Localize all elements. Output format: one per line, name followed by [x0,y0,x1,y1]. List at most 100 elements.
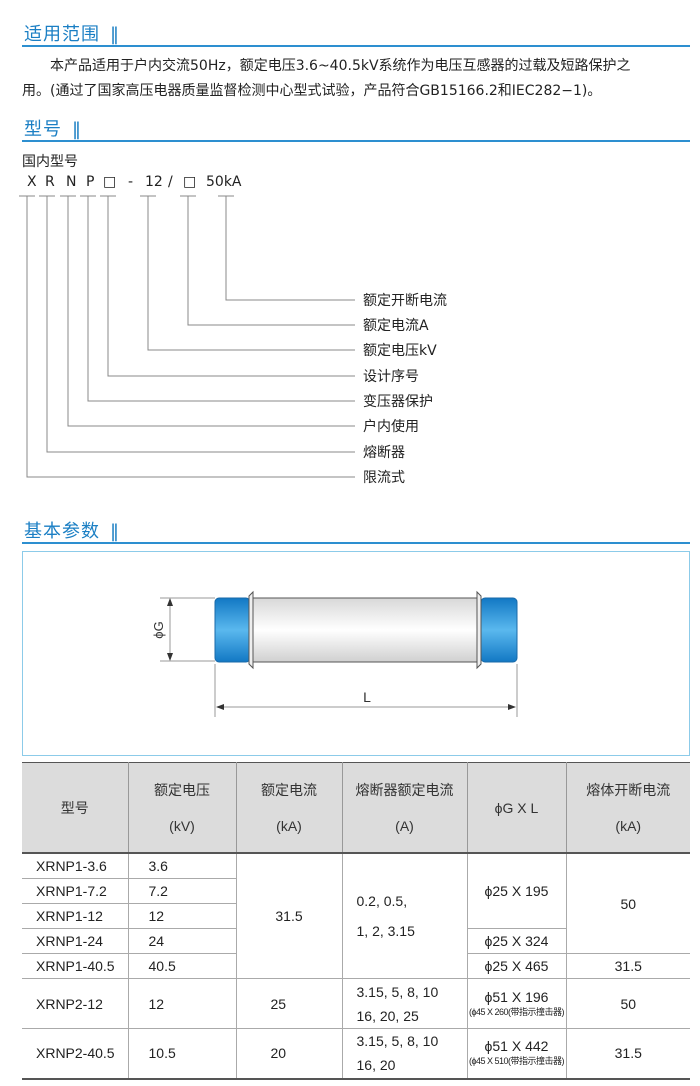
cell-text: XRNP1-3.6 [36,858,107,874]
scope-paragraph: 本产品适用于户内交流50Hz，额定电压3.6~40.5kV系统作为电压互感器的过… [22,54,694,104]
model-code-part: 50kA [206,174,242,190]
header-line: 额定电流 [261,781,317,798]
title-bar: ‖ [110,24,120,45]
model-code-part: □ [103,174,117,190]
tree-line [60,195,355,427]
table-cell: 7.2 [127,878,236,904]
model-code-label: 额定电压kV [363,343,437,359]
table-cell: ϕ25 X 324 [466,928,566,954]
model-tree-lines [19,195,355,478]
fuse-diagram-box [22,551,690,756]
model-code-part: R [45,174,55,190]
cell-text: 12 [148,995,165,1012]
model-code-part: N [66,174,77,190]
model-code-label: 变压器保护 [363,394,433,410]
header-unit: (A) [395,817,414,834]
table-cell: XRNP1-40.5 [22,953,129,979]
section-title-scope: 适用范围 ‖ [24,20,120,46]
table-header-cell: 型号 [22,762,128,853]
cell-note: (ϕ45 X 510(带指示撞击器) [468,1056,565,1067]
section-title-model: 型号 ‖ [24,115,82,141]
table-header-cell: 额定电压(kV) [127,762,236,853]
table-cell: 12 [127,903,236,929]
cell-text: ϕ51 X 196 [484,988,549,1005]
cell-text: 3.15, 5, 8, 10 [356,1033,439,1050]
table-cell: 3.6 [127,852,237,879]
cell-text: 16, 20, 25 [356,1007,419,1024]
cell-text: XRNP1-7.2 [36,883,107,899]
model-code-label: 户内使用 [363,419,419,435]
table-row: XRNP2-40.5 10.5 20 3.15, 5, 8, 10 16, 20 ϕ51 … [22,1028,690,1080]
table-cell: 31.5 [235,852,343,979]
cell-text: 31.5 [275,908,303,924]
model-code-label: 熔断器 [363,445,405,461]
cell-text: 0.2, 0.5, [356,893,408,909]
table-cell: 24 [127,928,237,954]
cell-text: XRNP1-40.5 [36,958,115,974]
section-title-params: 基本参数‖ [24,517,120,543]
model-subtitle: 国内型号 [22,154,78,170]
table-row: XRNP1-3.6 3.6 31.5 0.2, 0.5, 1, 2, 3.15 ϕ25 X… [22,852,690,979]
model-code-part: □ [183,174,197,190]
title-bar: ‖ [72,119,82,140]
model-code-label: 设计序号 [363,369,419,385]
table-header-cell: ϕG X L [466,762,566,853]
cell-text: 10.5 [148,1045,176,1062]
table-cell: ϕ51 X 442(ϕ45 X 510(带指示撞击器) [466,1028,567,1080]
table-row: XRNP1-40.5 40.5 ϕ25 X 465 31.5 [22,953,690,979]
cell-text: XRNP2-40.5 [36,1045,115,1062]
tree-line [39,195,355,453]
table-cell: 10.5 [127,1028,237,1080]
cell-text: 24 [148,933,165,949]
cell-text: ϕ25 X 195 [484,883,549,899]
cell-text: 7.2 [148,883,168,899]
table-cell: 31.5 [565,953,690,979]
tree-line [180,195,355,326]
table-cell: XRNP1-7.2 [22,878,129,904]
table-cell: XRNP1-24 [22,928,129,954]
table-cell: 20 [235,1028,343,1080]
tree-line [218,195,355,301]
scope-line: 用。(通过了国家高压电器质量监督检测中心型式试验，产品符合GB15166.2和I… [22,83,602,99]
header-line: 型号 [60,799,89,816]
table-cell: 40.5 [127,953,237,979]
model-code-label: 限流式 [363,470,405,486]
table-cell: ϕ51 X 196(ϕ45 X 260(带指示撞击器) [466,978,567,1029]
cell-text: 31.5 [614,958,642,974]
table-cell: XRNP2-12 [22,978,129,1029]
scope-line: 本产品适用于户内交流50Hz，额定电压3.6~40.5kV系统作为电压互感器的过… [50,58,631,74]
table-cell: 50 [565,978,690,1029]
cell-text: ϕ25 X 324 [484,933,549,949]
divider [22,45,690,47]
cell-text: 50 [620,995,637,1012]
cell-text: XRNP1-12 [36,908,103,924]
table-cell: 25 [235,978,343,1029]
table-header-cell: 熔体开断电流(kA) [565,762,690,853]
cell-text: 40.5 [148,958,176,974]
header-line: 熔断器额定电流 [355,781,454,798]
cell-text: 25 [270,995,287,1012]
model-code-part: 12 [145,174,163,190]
cell-text: XRNP1-24 [36,933,103,949]
tree-line [19,195,355,478]
cell-text: ϕ25 X 465 [484,958,549,974]
title-text: 型号 [24,119,62,140]
model-code-label: 额定开断电流 [363,293,447,309]
divider [22,542,690,544]
title-text: 适用范围 [24,24,100,45]
table-cell: ϕ25 X 465 [466,953,567,979]
header-line: 额定电压 [154,781,210,798]
cell-text: 16, 20 [356,1057,396,1074]
title-text: 基本参数 [24,521,100,542]
table-row: XRNP1-24 24 ϕ25 X 324 [22,928,690,954]
cell-text: 3.6 [148,858,168,874]
table-cell: XRNP1-12 [22,903,129,929]
cell-text: 31.5 [614,1045,642,1062]
divider [22,140,690,142]
cell-text: 1, 2, 3.15 [356,923,415,939]
header-unit: (kA) [276,817,302,834]
